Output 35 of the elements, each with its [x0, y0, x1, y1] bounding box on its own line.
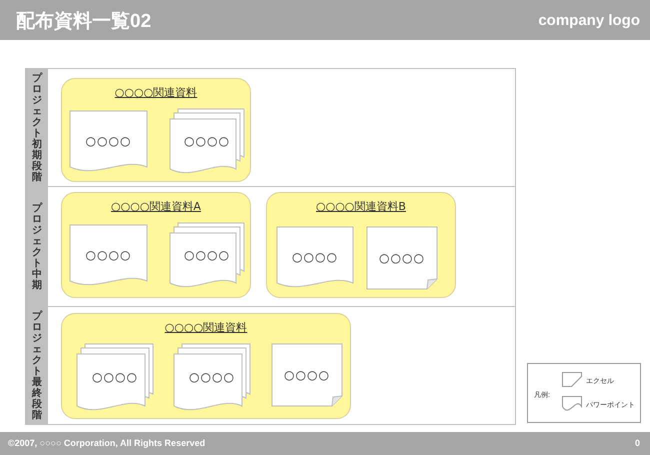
page-number: 0 — [634, 438, 640, 448]
group-heading: ○○○○関連資料 — [164, 320, 248, 335]
row-header: プロジェクト初期段階 — [26, 69, 48, 186]
group-box — [266, 192, 456, 298]
group-heading: ○○○○関連資料A — [111, 199, 201, 214]
slide-document — [70, 225, 147, 285]
group-heading: ○○○○関連資料B — [316, 199, 406, 214]
header-text: company logo — [538, 12, 640, 29]
placeholder-text: ○○○○ — [284, 368, 330, 382]
placeholder-text: ○○○○ — [379, 251, 425, 265]
slide-document — [70, 111, 147, 171]
group-heading: ○○○○関連資料 — [114, 85, 198, 100]
placeholder-text: ○○○○ — [189, 370, 235, 384]
placeholder-text: ○○○○ — [86, 134, 132, 148]
placeholder-text: ○○○○ — [184, 248, 230, 262]
group-box — [61, 313, 351, 419]
group-box — [61, 78, 251, 182]
placeholder-text: ○○○○ — [184, 134, 230, 148]
document-stack — [170, 223, 244, 287]
table-row — [26, 187, 515, 307]
table-row — [26, 69, 515, 187]
placeholder-text: ○○○○ — [86, 248, 132, 262]
title: 配布資料一覧02 — [16, 10, 152, 34]
sheet-document — [272, 344, 342, 406]
slide-document — [277, 227, 353, 287]
placeholder-text: ○○○○ — [92, 370, 138, 384]
document-stack — [77, 344, 153, 410]
placeholder-text: ○○○○ — [292, 250, 338, 264]
document-stack — [174, 344, 250, 410]
document-stack — [170, 109, 244, 173]
row-header: プロジェクト中期 — [26, 187, 48, 306]
copyright-text: ©2007, ○○○○ Corporation, All Rights Reserved — [8, 438, 206, 448]
sheet-document — [367, 227, 437, 289]
row-header: プロジェクト最終段階 — [26, 307, 48, 424]
group-box — [61, 192, 251, 298]
